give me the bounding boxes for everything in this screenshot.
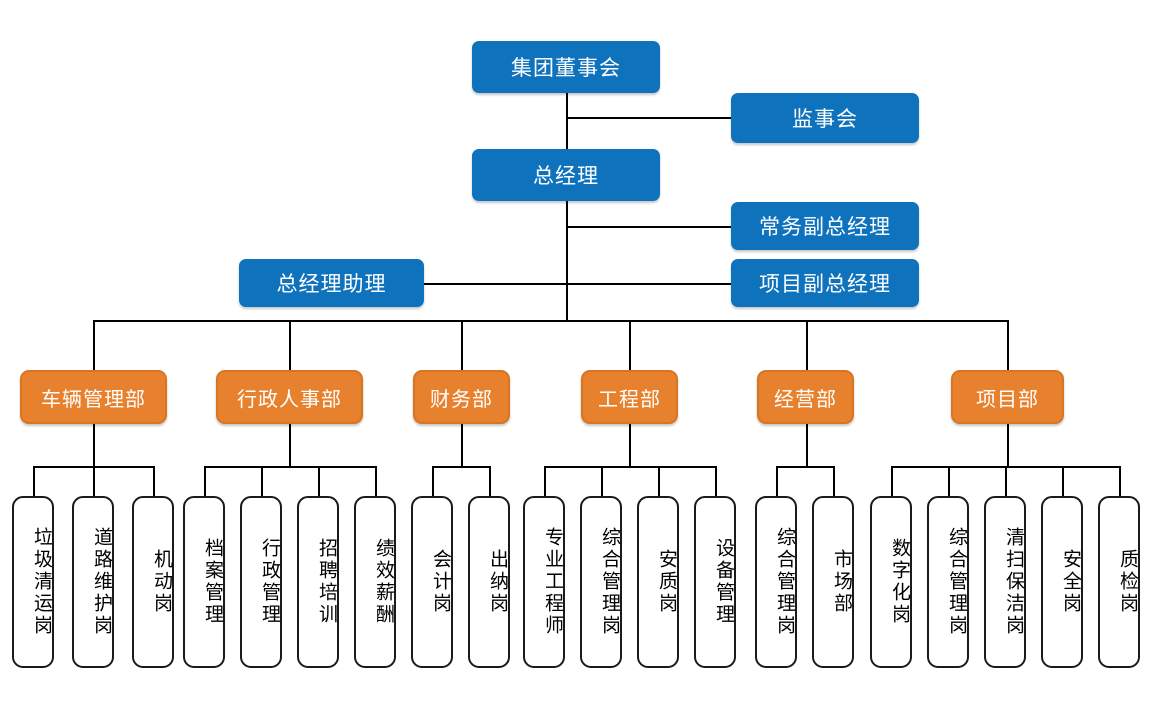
connector-stem-dept-4 <box>629 424 631 467</box>
node-role-finance-1[interactable]: 会计岗 <box>411 496 453 668</box>
node-role-engineering-2[interactable]: 综合管理岗 <box>580 496 622 668</box>
connector-spine-main <box>566 92 568 322</box>
connector-drop-leaf-6-5 <box>1119 466 1121 497</box>
connector-stem-dept-3 <box>461 424 463 467</box>
node-role-engineering-4[interactable]: 设备管理 <box>694 496 736 668</box>
connector-drop-leaf-6-3 <box>1005 466 1007 497</box>
connector-drop-dept-3 <box>461 320 463 370</box>
connector-drop-leaf-1-3 <box>153 466 155 497</box>
connector-gm-assistant-project-vp <box>423 283 731 285</box>
node-role-hr-3[interactable]: 招聘培训 <box>297 496 339 668</box>
node-role-vehicle-2[interactable]: 道路维护岗 <box>72 496 114 668</box>
node-gm-assistant[interactable]: 总经理助理 <box>239 259 424 307</box>
connector-drop-dept-4 <box>629 320 631 370</box>
connector-stem-dept-5 <box>806 424 808 467</box>
node-role-operations-2[interactable]: 市场部 <box>812 496 854 668</box>
node-board[interactable]: 集团董事会 <box>472 41 660 93</box>
connector-drop-leaf-1-1 <box>33 466 35 497</box>
connector-drop-leaf-4-3 <box>658 466 660 497</box>
connector-drop-leaf-2-1 <box>204 466 206 497</box>
connector-drop-dept-1 <box>93 320 95 370</box>
connector-drop-leaf-6-1 <box>891 466 893 497</box>
node-role-hr-1[interactable]: 档案管理 <box>183 496 225 668</box>
connector-drop-leaf-3-2 <box>489 466 491 497</box>
connector-subbus-dept-2 <box>204 466 376 468</box>
connector-drop-leaf-2-2 <box>261 466 263 497</box>
connector-stem-dept-6 <box>1007 424 1009 467</box>
connector-drop-leaf-4-4 <box>715 466 717 497</box>
node-role-vehicle-3[interactable]: 机动岗 <box>132 496 174 668</box>
connector-drop-dept-6 <box>1007 320 1009 370</box>
node-role-vehicle-1[interactable]: 垃圾清运岗 <box>12 496 54 668</box>
node-role-finance-2[interactable]: 出纳岗 <box>468 496 510 668</box>
node-role-project-3[interactable]: 清扫保洁岗 <box>984 496 1026 668</box>
connector-gm-executive-vp <box>566 226 731 228</box>
node-role-operations-1[interactable]: 综合管理岗 <box>755 496 797 668</box>
connector-subbus-dept-4 <box>544 466 716 468</box>
connector-drop-leaf-2-4 <box>375 466 377 497</box>
node-department-project[interactable]: 项目部 <box>951 370 1064 424</box>
node-supervisory-board[interactable]: 监事会 <box>731 93 919 143</box>
node-role-hr-4[interactable]: 绩效薪酬 <box>354 496 396 668</box>
connector-subbus-dept-5 <box>776 466 833 468</box>
node-project-vice-gm[interactable]: 项目副总经理 <box>731 259 919 307</box>
connector-drop-leaf-6-4 <box>1062 466 1064 497</box>
connector-drop-leaf-2-3 <box>318 466 320 497</box>
node-general-manager[interactable]: 总经理 <box>472 149 660 201</box>
connector-drop-leaf-5-2 <box>833 466 835 497</box>
node-role-project-1[interactable]: 数字化岗 <box>870 496 912 668</box>
node-role-hr-2[interactable]: 行政管理 <box>240 496 282 668</box>
node-role-project-5[interactable]: 质检岗 <box>1098 496 1140 668</box>
connector-board-supervisory <box>566 117 731 119</box>
node-role-engineering-1[interactable]: 专业工程师 <box>523 496 565 668</box>
connector-drop-leaf-4-2 <box>601 466 603 497</box>
node-department-engineering[interactable]: 工程部 <box>581 370 678 424</box>
connector-drop-leaf-6-2 <box>948 466 950 497</box>
node-department-hr-admin[interactable]: 行政人事部 <box>216 370 363 424</box>
connector-drop-dept-5 <box>806 320 808 370</box>
node-department-operations[interactable]: 经营部 <box>757 370 854 424</box>
connector-drop-dept-2 <box>289 320 291 370</box>
node-role-project-2[interactable]: 综合管理岗 <box>927 496 969 668</box>
node-department-vehicle[interactable]: 车辆管理部 <box>20 370 167 424</box>
connector-drop-leaf-5-1 <box>776 466 778 497</box>
connector-subbus-dept-3 <box>432 466 489 468</box>
connector-department-bus <box>93 320 1009 322</box>
connector-drop-leaf-4-1 <box>544 466 546 497</box>
connector-drop-leaf-3-1 <box>432 466 434 497</box>
node-executive-vice-gm[interactable]: 常务副总经理 <box>731 202 919 250</box>
node-department-finance[interactable]: 财务部 <box>413 370 510 424</box>
connector-drop-leaf-1-2 <box>93 466 95 497</box>
connector-stem-dept-1 <box>93 424 95 467</box>
node-role-project-4[interactable]: 安全岗 <box>1041 496 1083 668</box>
node-role-engineering-3[interactable]: 安质岗 <box>637 496 679 668</box>
connector-stem-dept-2 <box>289 424 291 467</box>
